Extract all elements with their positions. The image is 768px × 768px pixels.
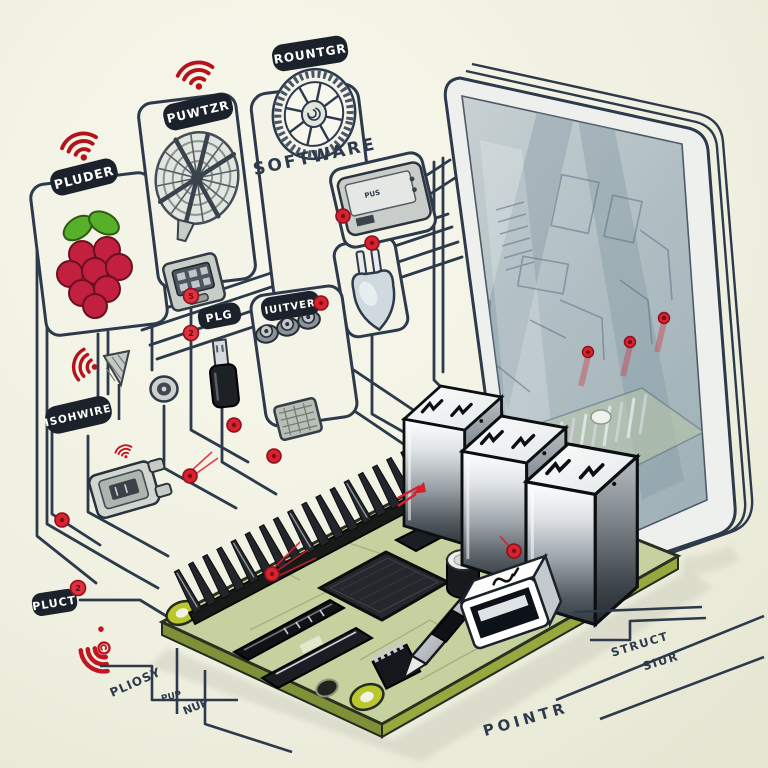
banner-rountgr: ROUNTGR <box>272 35 349 72</box>
banner-plg: PLG <box>197 302 242 330</box>
numbered-badge-pluct: 2 <box>69 579 87 597</box>
badge-digit: 2 <box>75 584 81 593</box>
numbered-badge-connector-upper: 5 <box>182 287 200 305</box>
device-screen-label: PUS <box>364 189 381 200</box>
numbered-badge-connector-lower: 2 <box>182 324 200 342</box>
banner-iuitver: IUITVER <box>260 290 321 321</box>
bottom-left-lines <box>100 648 293 754</box>
front-usb-port <box>458 552 563 650</box>
marker-badge-icon <box>264 566 280 582</box>
comb-connector <box>371 641 422 690</box>
marker-badge-icon <box>364 235 380 251</box>
mount-holes <box>165 599 385 712</box>
card-clip-icon <box>88 457 173 519</box>
badge-digit: 2 <box>188 329 194 338</box>
usb-plug-icon <box>209 338 240 409</box>
gear-icon <box>271 67 357 161</box>
chip-icon <box>273 397 323 441</box>
bottom-right-lines <box>555 605 765 721</box>
antenna-icon <box>69 346 131 420</box>
marker-badge-icon <box>313 295 329 311</box>
power-plug-icon <box>351 248 396 332</box>
marker-badge-icon <box>54 512 70 528</box>
wifi-sketch-icon <box>78 626 111 674</box>
marker-badge-icon <box>226 417 242 433</box>
fan-icon <box>154 131 240 243</box>
raspberry-logo-icon <box>56 210 133 319</box>
label-plg: PLG <box>205 308 234 326</box>
circuit-board-icon <box>150 384 712 762</box>
tablet-red-markers <box>578 311 671 387</box>
barrel-jack-icon <box>149 375 179 403</box>
tablet-shadow <box>680 545 740 575</box>
banner-pluct: PLUCT <box>31 588 78 616</box>
marker-badge-icon <box>335 208 351 224</box>
label-pup: PUP <box>160 690 183 705</box>
ribbon-connectors <box>231 598 374 690</box>
marker-badge-icon <box>266 448 282 464</box>
hdmi-connector-icon <box>162 252 226 312</box>
marker-badge-icon <box>506 543 522 559</box>
marker-badge-icon <box>182 468 198 484</box>
device-panel-icon: PUS <box>336 161 432 237</box>
badge-digit: 5 <box>188 292 194 301</box>
board-shadow <box>150 570 712 762</box>
